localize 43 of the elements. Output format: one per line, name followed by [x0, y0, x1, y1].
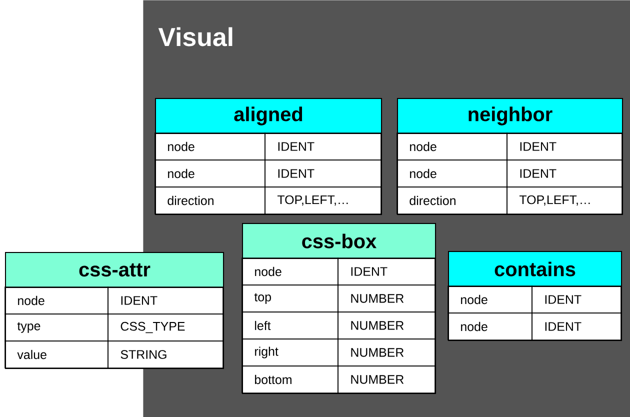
table-cell: type: [4, 314, 108, 342]
table-cell: IDENT: [264, 132, 382, 160]
table: [396, 98, 623, 215]
table-cell: NUMBER: [338, 338, 436, 366]
table-cell: node: [448, 312, 532, 340]
table: [242, 223, 436, 394]
table-header: css-attr: [5, 252, 224, 288]
table-cell: IDENT: [532, 312, 622, 340]
table-cell: node: [154, 160, 266, 188]
table-cell: NUMBER: [338, 284, 436, 312]
panel-title: Visual: [158, 27, 232, 46]
table: [4, 252, 224, 369]
table: [448, 251, 622, 341]
table-cell: TOP,LEFT,…: [506, 186, 622, 214]
table-cell: STRING: [108, 340, 224, 368]
table-cell: node: [242, 258, 338, 286]
table-cell: value: [4, 340, 108, 368]
table-cell: IDENT: [338, 258, 436, 286]
table-cell: NUMBER: [338, 366, 436, 394]
table-cell: direction: [154, 186, 266, 214]
table-cell: left: [242, 312, 338, 340]
table-cell: direction: [396, 186, 508, 214]
table-cell: TOP,LEFT,…: [264, 186, 382, 214]
table-cell: IDENT: [264, 160, 382, 188]
table-cell: node: [396, 160, 508, 188]
table-cell: node: [154, 132, 266, 160]
table-cell: IDENT: [506, 132, 622, 160]
table-cell: IDENT: [108, 286, 224, 314]
table-header: css-box: [242, 223, 436, 259]
table-header: aligned: [155, 98, 382, 134]
table-cell: bottom: [242, 366, 338, 394]
table-cell: top: [242, 284, 338, 312]
table-header: contains: [448, 251, 622, 287]
table-cell: NUMBER: [338, 312, 436, 340]
table-cell: IDENT: [532, 286, 622, 314]
table-cell: node: [4, 286, 108, 314]
table-cell: IDENT: [506, 160, 622, 188]
table-cell: CSS_TYPE: [108, 314, 224, 342]
table-cell: node: [396, 132, 508, 160]
table-header: neighbor: [397, 98, 623, 134]
table-cell: node: [448, 286, 532, 314]
table-cell: right: [242, 338, 338, 366]
table: [154, 98, 382, 215]
